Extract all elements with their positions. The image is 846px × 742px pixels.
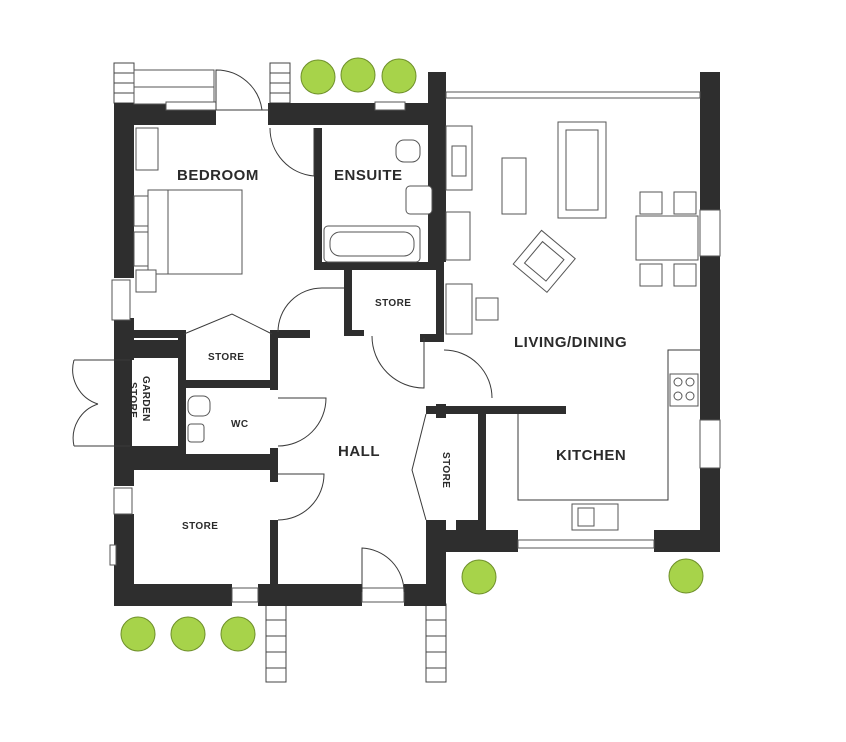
shrub-icon	[170, 616, 206, 652]
doors	[72, 69, 493, 593]
label-living-dining: LIVING/DINING	[514, 334, 627, 351]
kitchen-fixtures	[517, 349, 700, 531]
sink-icon	[405, 185, 433, 215]
label-garden-store-line1: GARDEN	[140, 376, 151, 422]
coffee-table-icon	[501, 157, 527, 215]
label-garden-store-line2: STORE	[127, 382, 138, 418]
bedroom-furniture	[133, 127, 243, 293]
exterior-walls	[114, 72, 720, 606]
dining-table-icon	[635, 215, 699, 261]
shrubs	[120, 57, 704, 652]
label-store-upper: STORE	[375, 298, 411, 309]
label-wc: WC	[231, 419, 248, 430]
brick-piers	[113, 62, 447, 683]
label-store-mid: STORE	[208, 352, 244, 363]
hob-icon	[669, 373, 699, 407]
toilet-icon	[187, 395, 211, 417]
label-ensuite: ENSUITE	[334, 167, 403, 184]
ensuite-fixtures	[323, 139, 433, 263]
basin-icon	[187, 423, 205, 443]
shrub-icon	[120, 616, 156, 652]
wc-fixtures	[187, 395, 211, 443]
label-store-hall: STORE	[440, 452, 451, 488]
shrub-icon	[340, 57, 376, 93]
label-kitchen: KITCHEN	[556, 447, 626, 464]
shrub-icon	[461, 559, 497, 595]
shrub-icon	[220, 616, 256, 652]
toilet-icon	[395, 139, 421, 163]
label-bedroom: BEDROOM	[177, 167, 259, 184]
interior-walls	[130, 128, 566, 590]
label-store-lower: STORE	[182, 521, 218, 532]
windows	[109, 69, 721, 603]
label-hall: HALL	[338, 443, 380, 460]
living-furniture	[445, 121, 699, 335]
shrub-icon	[300, 59, 336, 95]
shrub-icon	[668, 558, 704, 594]
room-labels: BEDROOM ENSUITE STORE LIVING/DINING STOR…	[127, 167, 627, 532]
shrub-icon	[381, 58, 417, 94]
